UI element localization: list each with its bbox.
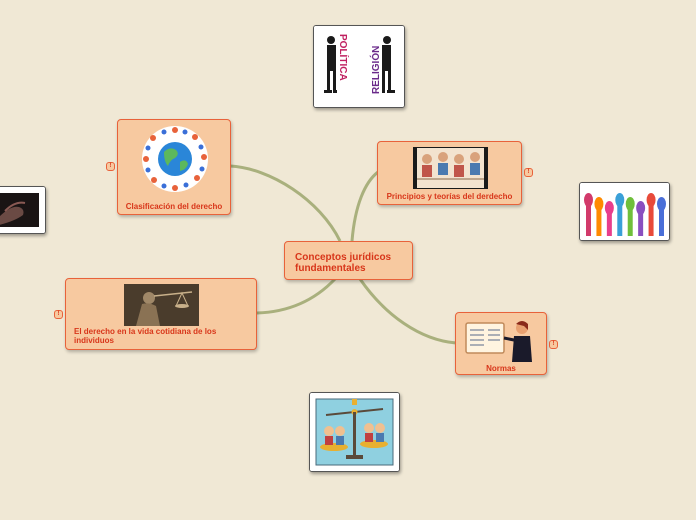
link-vida-cotidiana [256,277,337,315]
raised-hand [584,193,593,236]
link-clasificacion [229,164,342,242]
raised-hands-graphic [580,183,669,240]
marker-badge[interactable]: ! [549,340,558,349]
topic-normas[interactable]: Normas [455,312,547,375]
marker-badge[interactable]: ! [54,310,63,319]
topic-principios-teorias[interactable]: Principios y teorías del derdecho [377,141,522,205]
cartoon-strip-image [413,147,488,189]
floating-image-dark-hand[interactable] [0,186,46,234]
floating-image-politics-religion[interactable]: POLÍTICA RELIGIÓN [313,25,405,108]
teacher-board-image [464,318,540,362]
topic-clasificacion-derecho[interactable]: Clasificación del derecho [117,119,231,215]
raised-hand [604,201,614,236]
raised-hand [657,197,666,236]
floating-image-children-balance[interactable] [309,392,400,472]
raised-hand [594,197,604,236]
topic-label: Principios y teorías del derdecho [386,192,513,201]
world-children-image [140,124,210,194]
religion-word: RELIGIÓN [369,46,382,94]
link-normas [358,278,457,345]
topic-label: El derecho en la vida cotidiana de los i… [74,327,217,345]
floating-image-raised-hands[interactable] [579,182,670,241]
raised-hand [615,193,625,236]
justice-statue-image [124,284,199,326]
central-topic[interactable]: Conceptos jurídicos fundamentales [284,241,413,280]
politica-word: POLÍTICA [337,34,350,81]
marker-badge[interactable]: ! [106,162,115,171]
topic-label: Normas [486,364,516,373]
raised-hand [646,193,656,236]
topic-derecho-vida-cotidiana[interactable]: El derecho en la vida cotidiana de los i… [65,278,257,350]
central-topic-label: Conceptos jurídicos fundamentales [295,252,392,274]
topic-label: Clasificación del derecho [125,202,223,211]
marker-badge[interactable]: ! [524,168,533,177]
link-principios [350,170,379,242]
raised-hand [625,197,635,236]
raised-hand [636,201,646,236]
